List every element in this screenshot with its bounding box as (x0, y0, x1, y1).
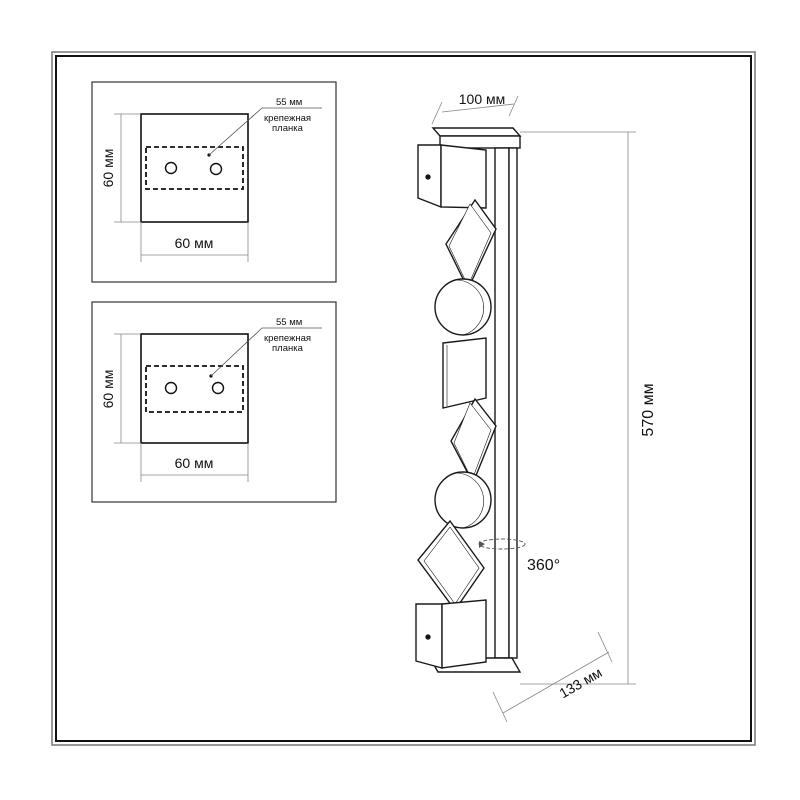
leader-line (210, 327, 322, 377)
width-label: 60 мм (175, 235, 214, 251)
fixture-height-label: 570 мм (640, 383, 657, 436)
rotation-label: 360° (527, 557, 560, 574)
shade-circle-1 (434, 278, 492, 336)
bracket-screw-icon (425, 174, 431, 180)
screw-hole-right (209, 162, 223, 176)
plate-panel-bottom: 55 мм крепежная планка 60 мм 60 мм (91, 301, 337, 503)
mount-bracket-bottom (415, 599, 487, 669)
rotate-arrowhead-icon (479, 541, 485, 548)
rotation-indicator: 360° (478, 538, 560, 574)
plate-caption-line-2: планка (272, 123, 304, 134)
panel-border (91, 81, 337, 283)
screw-hole-left (164, 161, 178, 175)
bracket-screw-icon (425, 634, 431, 640)
plate-caption-line-1: крепежная (264, 333, 311, 344)
plate-width-label: 55 мм (276, 317, 302, 328)
top-width-label: 100 мм (459, 91, 506, 107)
screw-hole-left (164, 381, 178, 395)
plate-caption-line-2: планка (272, 343, 304, 354)
plate-square (140, 333, 249, 444)
panel-border (91, 301, 337, 503)
mounting-bar (145, 365, 244, 413)
width-label: 60 мм (175, 455, 214, 471)
mount-bracket-top (417, 144, 487, 209)
plate-width-label: 55 мм (276, 97, 302, 108)
leader-line (208, 107, 322, 156)
fixture-elevation: 100 мм (415, 91, 657, 723)
mounting-bar (145, 146, 244, 190)
height-label: 60 мм (100, 149, 116, 188)
top-width-dimension: 100 мм (431, 91, 519, 125)
wall-rail (428, 127, 522, 673)
shade-diamond-2 (450, 397, 497, 485)
plate-caption-line-1: крепежная (264, 113, 311, 124)
height-label: 60 мм (100, 370, 116, 409)
plate-panel-top: 55 мм крепежная планка 60 мм 60 мм (91, 81, 337, 283)
shade-square-1 (442, 337, 487, 409)
height-dimension: 570 мм (520, 131, 657, 685)
screw-hole-right (211, 381, 225, 395)
plate-square (140, 113, 249, 223)
shade-circle-2 (434, 471, 492, 529)
